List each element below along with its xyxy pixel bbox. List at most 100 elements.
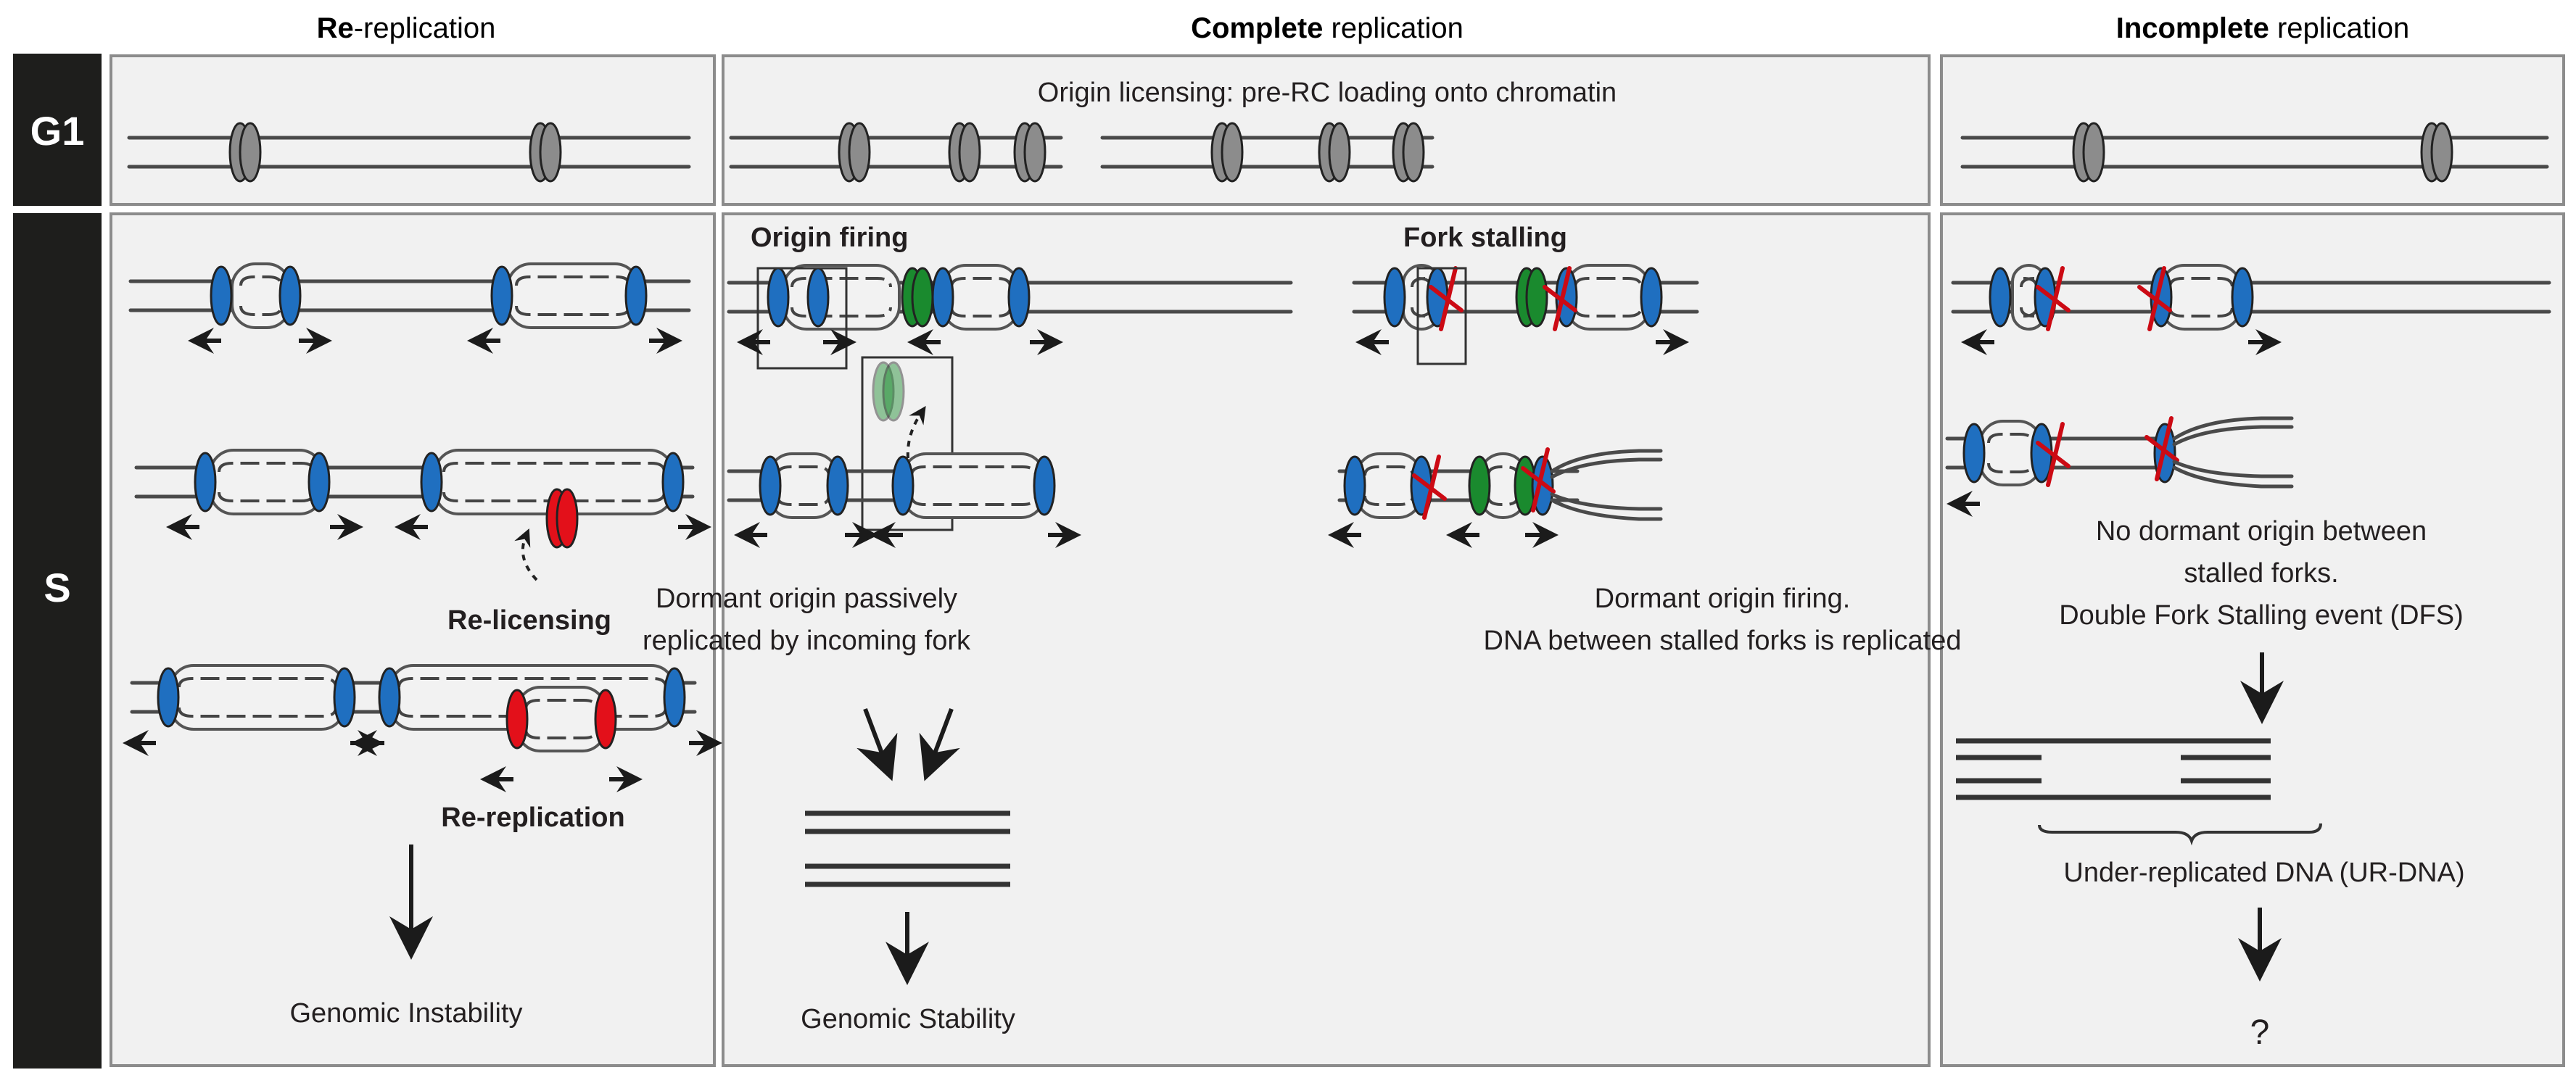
replisome	[1383, 267, 1406, 328]
replication-bubble	[516, 686, 607, 752]
stalled-fork-cross-icon	[1412, 455, 1447, 520]
stalled-fork-cross-icon	[2137, 266, 2172, 331]
panel-g1-incomplete	[1940, 54, 2565, 206]
stalled-fork-cross-icon	[2036, 422, 2071, 487]
pre-rc-complex	[838, 122, 871, 183]
origin-firing-label: Origin firing	[751, 223, 908, 253]
replication-bubble	[169, 664, 346, 731]
stalled-fork-cross-icon	[1521, 447, 1556, 513]
dna-strand	[1550, 498, 1663, 521]
pre-rc-complex	[529, 122, 562, 183]
dna-strand	[2172, 425, 2294, 447]
replisome	[661, 452, 685, 513]
replisome	[1343, 455, 1366, 516]
dna-strand	[1550, 457, 1663, 479]
replisome	[806, 267, 830, 328]
displaced-dormant-origin	[872, 361, 905, 422]
replisome	[420, 452, 443, 513]
dna-strand	[2172, 460, 2294, 478]
dna-strand	[1550, 449, 1663, 473]
stalled-fork-cross-icon	[1543, 266, 1577, 331]
relicensing-label: Re-licensing	[447, 605, 611, 636]
dormant-origin	[901, 267, 934, 328]
phase-label-g1: G1	[30, 108, 85, 154]
passive-replication-highlight-box	[861, 356, 954, 531]
pre-rc-complex	[1392, 122, 1425, 183]
replication-bubble	[782, 264, 901, 331]
dfs-caption-line1: No dormant origin between	[2096, 516, 2427, 547]
column-title-rereplication: Re-replication	[317, 12, 496, 44]
phase-label-s: S	[44, 565, 70, 610]
dna-strand	[2172, 416, 2294, 441]
replisome	[1007, 267, 1031, 328]
dfs-caption-line2: stalled forks.	[2184, 558, 2338, 589]
replication-bubble	[2160, 264, 2242, 331]
displacement-dashed-arrow-icon	[906, 406, 926, 459]
replisome	[2231, 267, 2254, 328]
pre-rc-complex	[948, 122, 981, 183]
dormant-firing-caption-line2: DNA between stalled forks is replicated	[1484, 626, 1962, 656]
genomic-stability-label: Genomic Stability	[801, 1004, 1015, 1034]
g1-dna-strands	[127, 136, 2549, 169]
replisome	[307, 452, 331, 513]
replisome	[759, 455, 782, 516]
replisome	[1962, 423, 1986, 484]
replisome	[490, 265, 513, 326]
replication-bubble	[901, 452, 1046, 519]
pre-rc-complex	[2420, 122, 2453, 183]
phase-bar-s: S	[13, 213, 102, 1069]
dna-strand	[2172, 465, 2294, 489]
fork-stalling-highlight-box	[1416, 267, 1467, 365]
pre-rc-complex	[1013, 122, 1046, 183]
stalled-fork-cross-icon	[2036, 266, 2071, 331]
genomic-instability-label: Genomic Instability	[289, 998, 522, 1029]
replisome	[1033, 455, 1056, 516]
replisome	[891, 455, 915, 516]
column-title-complete: Complete replication	[1191, 12, 1464, 44]
replisome	[663, 667, 686, 728]
rereplication-label: Re-replication	[441, 802, 624, 833]
urdna-label: Under-replicated DNA (UR-DNA)	[2063, 858, 2464, 888]
replication-bubble	[1978, 420, 2043, 486]
replisome	[378, 667, 401, 728]
pre-rc-complex	[1210, 122, 1244, 183]
pre-rc-complex	[2072, 122, 2105, 183]
replisome	[157, 667, 180, 728]
replisome	[278, 265, 302, 326]
converging-arrow-right-icon	[919, 708, 960, 781]
replisome	[767, 267, 790, 328]
dormant-origin	[1515, 267, 1548, 328]
s-phase-content	[123, 262, 2551, 887]
stalled-fork-cross-icon	[2144, 416, 2179, 481]
g1-pre-rc-complexes	[228, 122, 2453, 183]
replisome	[210, 265, 233, 326]
pre-rc-complex	[228, 122, 262, 183]
replication-bubble	[1565, 264, 1651, 331]
replisome	[624, 265, 648, 326]
passive-caption-line2: replicated by incoming fork	[643, 626, 971, 656]
relicensing-dashed-arrow-icon	[514, 528, 538, 581]
replication-bubble	[209, 449, 324, 515]
panel-s-complete	[722, 212, 1931, 1067]
relicensed-origin	[545, 488, 579, 549]
fork-stalling-label: Fork stalling	[1403, 223, 1567, 253]
replisome	[1640, 267, 1663, 328]
replication-bubble	[941, 264, 1020, 331]
column-title-incomplete: Incomplete replication	[2116, 12, 2410, 44]
dormant-firing-caption-line1: Dormant origin firing.	[1595, 584, 1851, 614]
dfs-caption-line3: Double Fork Stalling event (DFS)	[2059, 600, 2464, 631]
pre-rc-complex	[1318, 122, 1351, 183]
origin-licensing-caption: Origin licensing: pre-RC loading onto ch…	[1038, 78, 1617, 108]
replication-bubble	[506, 262, 640, 329]
passive-caption-line1: Dormant origin passively	[656, 584, 957, 614]
replisome	[194, 452, 217, 513]
replisome	[1989, 267, 2012, 328]
converging-arrow-left-icon	[856, 708, 898, 781]
phase-bar-g1: G1	[13, 54, 102, 206]
panel-s-incomplete	[1940, 212, 2565, 1067]
fired-dormant-origin	[1468, 455, 1491, 516]
rereplicating-fork	[505, 689, 529, 750]
stalled-fork-cross-icon	[1429, 266, 1464, 331]
panel-g1-rereplication	[110, 54, 716, 206]
